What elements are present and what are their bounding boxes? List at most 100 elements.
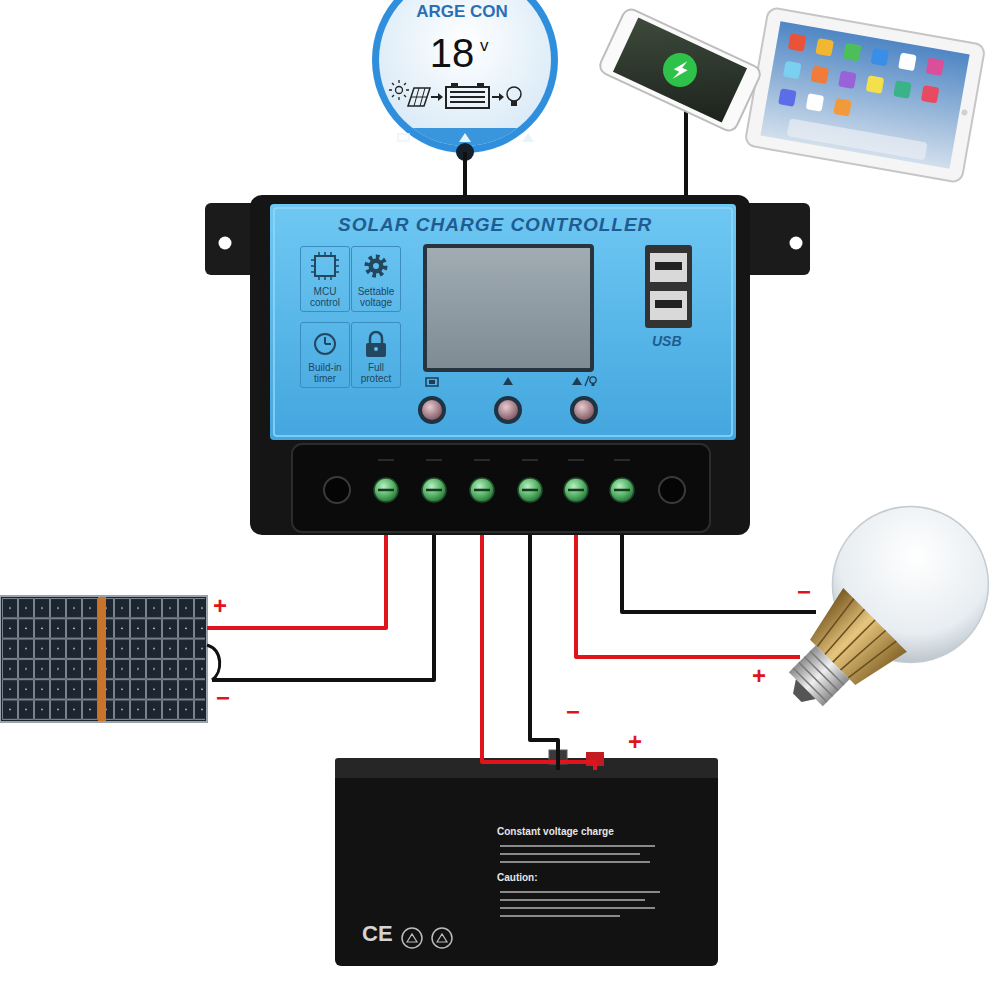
control-buttons <box>426 378 438 386</box>
feature-icons <box>373 263 379 269</box>
terminal-block <box>610 478 634 502</box>
energy-flow-icons <box>408 88 430 106</box>
terminal-block <box>374 478 398 502</box>
zoom-circle <box>522 133 534 142</box>
controller-housing <box>250 195 750 535</box>
control-buttons <box>429 380 435 384</box>
tablet-figure <box>788 33 807 52</box>
tablet-figure <box>961 109 968 116</box>
control-buttons <box>503 377 513 385</box>
battery-body <box>432 928 452 948</box>
control-buttons <box>572 377 582 385</box>
controller-housing <box>270 204 736 440</box>
polarity-sign: + <box>213 594 227 618</box>
feature-box: Settable voltage <box>351 246 401 312</box>
energy-flow-icons <box>389 80 409 100</box>
polarity-sign: − <box>216 686 230 710</box>
energy-flow-icons <box>389 80 521 108</box>
phone-figure <box>613 17 747 122</box>
terminal-block <box>378 459 630 460</box>
controller-housing <box>274 208 732 436</box>
controller-housing <box>219 237 232 250</box>
solar-panel <box>98 597 106 721</box>
energy-flow-icons <box>477 83 484 87</box>
controller-housing <box>790 237 803 250</box>
terminal-block <box>518 478 542 502</box>
tablet-figure <box>815 38 834 57</box>
zoom-circle <box>398 134 409 141</box>
tablet-figure <box>783 61 802 80</box>
battery-body <box>500 892 660 916</box>
terminal-block <box>522 489 538 492</box>
terminal-block <box>378 489 394 492</box>
energy-flow-icons <box>499 93 504 101</box>
terminal-block <box>564 478 588 502</box>
battery-wire <box>482 535 595 770</box>
feature-label: MCU control <box>303 286 347 308</box>
ce-mark: CE <box>362 921 393 946</box>
energy-flow-icons <box>450 92 485 102</box>
polarity-sign: − <box>797 580 811 604</box>
battery-body <box>402 928 422 948</box>
voltage-reading: 18 <box>430 30 475 76</box>
energy-flow-icons <box>389 80 409 100</box>
unit-letter: v <box>480 36 489 56</box>
tablet-figure <box>898 53 917 72</box>
control-buttons <box>570 396 598 424</box>
tablet-figure <box>843 43 862 62</box>
feature-box: Build-in timer <box>300 322 350 388</box>
feature-icons <box>369 259 384 274</box>
feature-box: Full protect <box>351 322 401 388</box>
feature-icons <box>315 334 335 354</box>
solar-panel <box>106 598 205 720</box>
usb-ports <box>655 262 682 270</box>
load-and-panel-wires <box>207 535 386 628</box>
battery-text: Constant voltage charge <box>497 826 614 838</box>
load-and-panel-wires <box>207 645 220 680</box>
load-and-panel-wires <box>207 535 816 680</box>
light-bulb <box>787 679 815 707</box>
phone-figure <box>597 7 763 134</box>
battery: Constant voltage chargeCaution: CE <box>335 770 718 966</box>
battery-body <box>500 846 655 862</box>
load-and-panel-wires <box>576 535 800 657</box>
feature-label: Full protect <box>354 362 398 384</box>
tablet-figure <box>921 85 940 104</box>
control-buttons <box>498 400 518 420</box>
feature-icons <box>315 256 335 276</box>
battery-warning: Caution: <box>497 872 538 884</box>
phone-figure <box>597 7 763 134</box>
tablet-figure <box>778 88 797 107</box>
terminal-block <box>474 489 490 492</box>
feature-icons <box>366 343 386 357</box>
terminal-block <box>422 478 446 502</box>
phone-figure <box>657 47 702 92</box>
load-and-panel-wires <box>622 535 816 612</box>
terminal-block <box>614 489 630 492</box>
control-buttons <box>590 377 596 383</box>
lcd-screen <box>425 246 592 370</box>
feature-box: MCU control <box>300 246 350 312</box>
energy-flow-icons <box>511 101 517 106</box>
energy-flow-icons <box>446 87 489 108</box>
feature-icons <box>311 252 339 280</box>
control-buttons <box>592 383 595 386</box>
zoom-circle <box>370 0 560 168</box>
energy-flow-icons <box>431 96 438 98</box>
tablet-figure <box>745 7 986 183</box>
battery-body <box>335 750 718 966</box>
leader-line <box>463 152 467 195</box>
tablet-figure <box>838 70 857 89</box>
energy-flow-icons <box>492 96 499 98</box>
battery-body <box>407 934 447 942</box>
control-buttons <box>574 400 594 420</box>
control-buttons <box>418 376 598 424</box>
energy-flow-icons <box>451 83 458 87</box>
feature-label: Settable voltage <box>354 286 398 308</box>
controller-housing <box>292 444 710 532</box>
controller-housing <box>205 195 810 535</box>
